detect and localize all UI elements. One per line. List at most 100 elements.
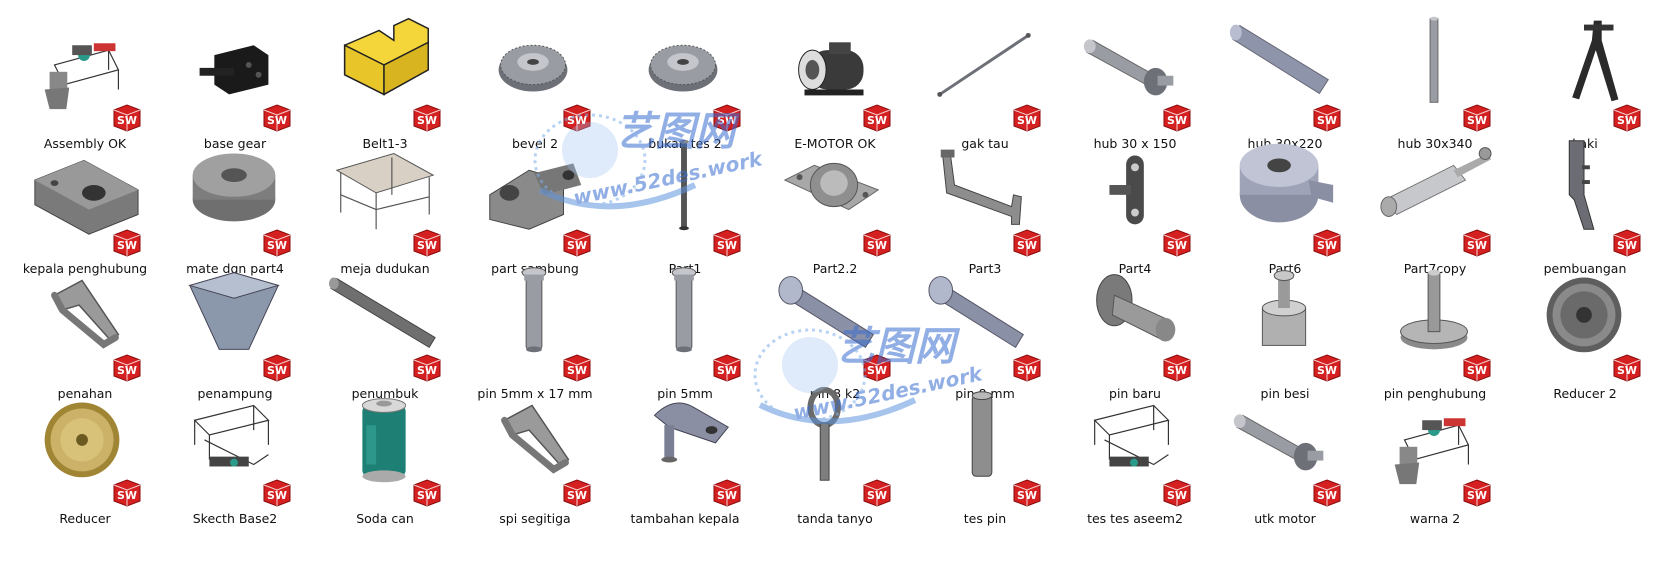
file-item[interactable]: SW Part7copy <box>1360 133 1510 276</box>
sw-badge-icon: SW <box>262 228 292 258</box>
bevel-gear-icon <box>625 10 743 110</box>
file-item[interactable]: SW tes tes aseem2 <box>1060 383 1210 526</box>
file-item[interactable]: SW spi segitiga <box>460 383 610 526</box>
sw-badge-icon: SW <box>712 478 742 508</box>
clevis-icon <box>475 135 593 235</box>
sw-badge-icon: SW <box>263 479 291 507</box>
file-item[interactable]: SW E-MOTOR OK <box>760 8 910 151</box>
svg-text:SW: SW <box>117 489 137 502</box>
file-item[interactable]: SW Belt1-3 <box>310 8 460 151</box>
svg-text:SW: SW <box>1317 489 1337 502</box>
file-item[interactable]: SW tambahan kepala <box>610 383 760 526</box>
file-item[interactable]: SW pin baru <box>1060 258 1210 401</box>
file-item[interactable]: SW penumbuk <box>310 258 460 401</box>
file-item[interactable]: SW bevel 2 <box>460 8 610 151</box>
file-name-label: Part3 <box>968 261 1002 276</box>
svg-text:SW: SW <box>717 364 737 377</box>
sw-badge-icon: SW <box>412 228 442 258</box>
file-name-label: meja dudukan <box>340 261 430 276</box>
file-name-label: tes pin <box>963 511 1007 526</box>
file-item[interactable]: SW Reducer 2 <box>1510 258 1657 401</box>
sw-badge-icon: SW <box>1462 353 1492 383</box>
headed-pin-icon <box>775 260 893 360</box>
file-item[interactable]: SW mate dgn part4 <box>160 133 310 276</box>
file-item[interactable]: SW pin 8 k2 <box>760 258 910 401</box>
svg-text:SW: SW <box>117 364 137 377</box>
file-item[interactable]: SW pin besi <box>1210 258 1360 401</box>
svg-text:SW: SW <box>1167 364 1187 377</box>
file-item[interactable]: SW Part6 <box>1210 133 1360 276</box>
svg-text:SW: SW <box>1317 364 1337 377</box>
file-item[interactable]: SW penampung <box>160 258 310 401</box>
sw-badge-icon: SW <box>412 478 442 508</box>
file-item[interactable]: SW pin 8 mm <box>910 258 1060 401</box>
file-name-label: Part7copy <box>1403 261 1467 276</box>
svg-text:SW: SW <box>417 489 437 502</box>
file-name-label: mate dgn part4 <box>186 261 284 276</box>
file-item[interactable]: SW gak tau <box>910 8 1060 151</box>
file-item[interactable]: SW penahan <box>10 258 160 401</box>
tab-pin-icon <box>625 385 743 485</box>
file-item[interactable]: SW warna 2 <box>1360 383 1510 526</box>
file-name-label: penahan <box>57 386 113 401</box>
file-item[interactable]: SW base gear <box>160 8 310 151</box>
file-item[interactable]: SW Part3 <box>910 133 1060 276</box>
sw-badge-icon: SW <box>1312 353 1342 383</box>
file-item[interactable]: SW tes pin <box>910 383 1060 526</box>
file-name-label: pin baru <box>1109 386 1161 401</box>
file-item[interactable]: SW Part1 <box>610 133 760 276</box>
sw-badge-icon: SW <box>1613 104 1641 132</box>
svg-text:SW: SW <box>1467 364 1487 377</box>
svg-text:SW: SW <box>1167 114 1187 127</box>
svg-text:SW: SW <box>267 364 287 377</box>
file-item[interactable]: SW tanda tanyo <box>760 383 910 526</box>
sw-badge-icon: SW <box>262 353 292 383</box>
file-item[interactable]: SW hub 30 x 150 <box>1060 8 1210 151</box>
svg-text:SW: SW <box>717 489 737 502</box>
sw-badge-icon: SW <box>1163 354 1191 382</box>
sw-badge-icon: SW <box>1313 479 1341 507</box>
file-item[interactable]: SW Soda can <box>310 383 460 526</box>
vertical-pin-icon <box>925 385 1043 485</box>
sw-badge-icon: SW <box>1163 479 1191 507</box>
sw-badge-icon: SW <box>263 229 291 257</box>
file-name-label: Skecth Base2 <box>192 511 278 526</box>
svg-text:SW: SW <box>567 364 587 377</box>
file-item[interactable]: SW utk motor <box>1210 383 1360 526</box>
file-item[interactable]: SW hub 30x220 <box>1210 8 1360 151</box>
sw-badge-icon: SW <box>113 479 141 507</box>
sw-badge-icon: SW <box>412 353 442 383</box>
svg-text:SW: SW <box>1017 114 1037 127</box>
file-item[interactable]: SW Assembly OK <box>10 8 160 151</box>
file-item[interactable]: SW pembuangan <box>1510 133 1657 276</box>
file-item[interactable]: SW Part2.2 <box>760 133 910 276</box>
svg-text:SW: SW <box>1017 364 1037 377</box>
file-name-label: pin besi <box>1260 386 1310 401</box>
file-item[interactable]: SW hub 30x340 <box>1360 8 1510 151</box>
sw-badge-icon: SW <box>1613 354 1641 382</box>
file-name-label: Reducer <box>59 511 111 526</box>
svg-text:SW: SW <box>567 239 587 252</box>
file-item[interactable]: SW kaki <box>1510 8 1657 151</box>
svg-text:SW: SW <box>1017 239 1037 252</box>
svg-text:SW: SW <box>417 239 437 252</box>
sw-badge-icon: SW <box>112 478 142 508</box>
svg-text:SW: SW <box>267 489 287 502</box>
file-item[interactable]: SW kepala penghubung <box>10 133 160 276</box>
file-item[interactable]: SW pin 5mm x 17 mm <box>460 258 610 401</box>
file-name-label: utk motor <box>1254 511 1316 526</box>
file-item[interactable]: SW pin penghubung <box>1360 258 1510 401</box>
vertical-rod-icon <box>1375 10 1493 110</box>
file-item[interactable]: SW part sambung <box>460 133 610 276</box>
sw-badge-icon: SW <box>1462 103 1492 133</box>
file-item[interactable]: SW Reducer <box>10 383 160 526</box>
file-item[interactable]: SW meja dudukan <box>310 133 460 276</box>
svg-text:SW: SW <box>117 114 137 127</box>
sw-badge-icon: SW <box>1012 353 1042 383</box>
file-item[interactable]: SW pin 5mm <box>610 258 760 401</box>
file-item[interactable]: SW Skecth Base2 <box>160 383 310 526</box>
sw-badge-icon: SW <box>863 479 891 507</box>
file-item[interactable]: SW bukan tes 2 <box>610 8 760 151</box>
file-item[interactable]: SW Part4 <box>1060 133 1210 276</box>
file-name-label: E-MOTOR OK <box>794 136 876 151</box>
